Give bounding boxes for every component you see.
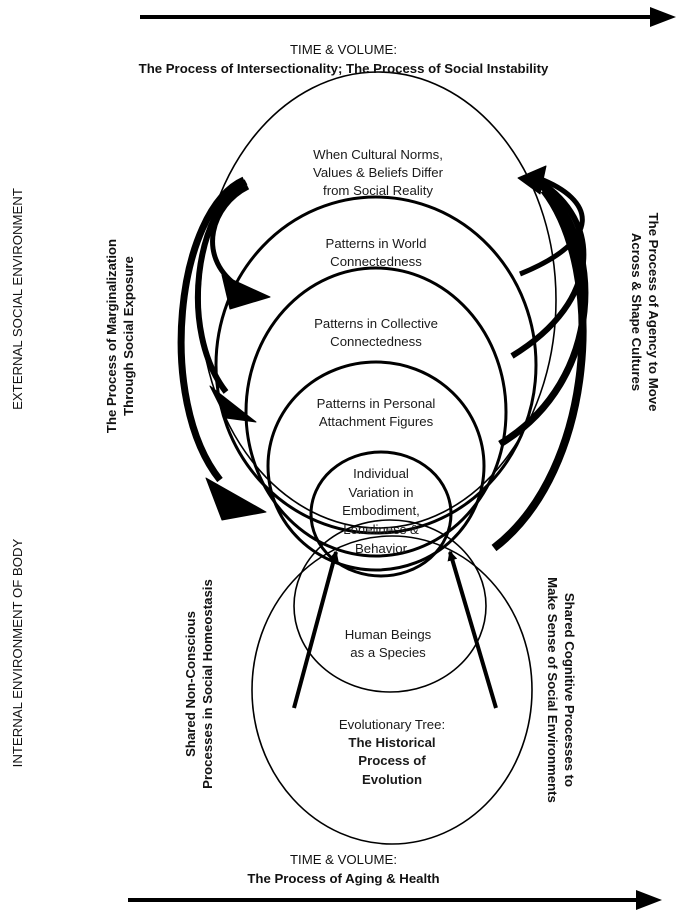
bottom-header-process: The Process of Aging & Health (247, 871, 440, 887)
label-cultural: When Cultural Norms, Values & Beliefs Di… (313, 147, 443, 199)
bottom-header: TIME & VOLUME: The Process of Aging & He… (0, 850, 687, 888)
right-up-arrow (447, 550, 498, 709)
nonconscious-label: Shared Non-Conscious Processes in Social… (183, 579, 215, 789)
agency-arrows (491, 165, 589, 552)
internal-body-label: INTERNAL ENVIRONMENT OF BODY (10, 538, 25, 768)
label-species: Human Beings as a Species (344, 627, 432, 661)
circle-species (293, 519, 487, 693)
label-individual: Individual Variation in Embodiment, Lone… (342, 466, 420, 556)
circle-personal (266, 360, 486, 572)
circle-world (214, 195, 538, 535)
label-evolution: Evolutionary Tree: The Historical Proces… (338, 717, 446, 787)
top-header: TIME & VOLUME: The Process of Intersecti… (0, 40, 687, 78)
left-up-arrow (292, 550, 339, 709)
circle-evolution (251, 535, 533, 845)
label-collective: Patterns in Collective Connectedness (314, 316, 438, 350)
external-social-environment-label: EXTERNAL SOCIAL ENVIRONMENT (10, 188, 25, 410)
top-header-processes: The Process of Intersectionality; The Pr… (138, 61, 549, 77)
circle-collective (244, 266, 508, 558)
bottom-header-title: TIME & VOLUME: (290, 852, 397, 867)
agency-label: The Process of Agency to Move Across & S… (629, 212, 661, 412)
marginalization-arrows (177, 176, 271, 521)
label-personal: Patterns in Personal Attachment Figures (316, 396, 436, 430)
top-header-title: TIME & VOLUME: (290, 42, 397, 57)
top-time-arrow (140, 7, 676, 27)
label-world: Patterns in World Connectedness (325, 236, 427, 270)
marginalization-label: The Process of Marginalization Through S… (104, 238, 136, 434)
cognitive-label: Shared Cognitive Processes to Make Sense… (545, 577, 577, 803)
bottom-time-arrow (128, 890, 662, 910)
circle-individual (309, 450, 453, 578)
